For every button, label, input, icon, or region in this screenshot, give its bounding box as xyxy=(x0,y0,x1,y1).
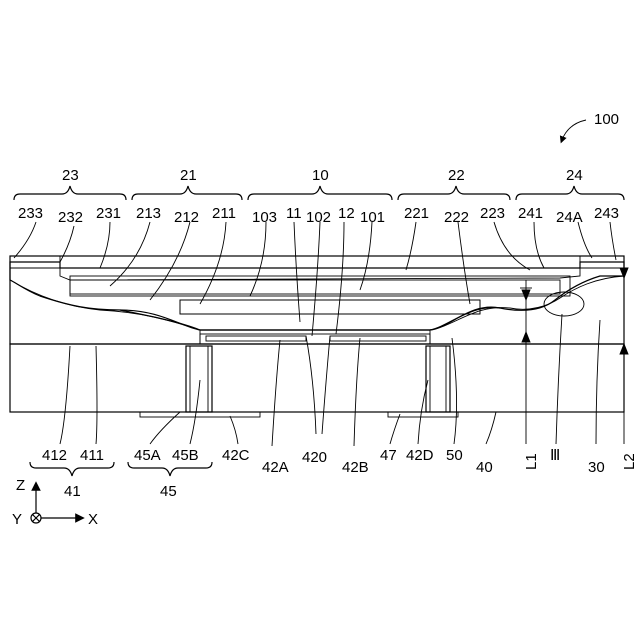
label-45A: 45A xyxy=(134,447,161,464)
bottom-braces xyxy=(30,462,212,476)
label-42B: 42B xyxy=(342,459,369,476)
label-24A: 24A xyxy=(556,209,583,226)
label-232: 232 xyxy=(58,209,83,226)
label-45B: 45B xyxy=(172,447,199,464)
label-group-23: 23 xyxy=(62,167,79,184)
label-241: 241 xyxy=(518,205,543,222)
label-12: 12 xyxy=(338,205,355,222)
label-42A: 42A xyxy=(262,459,289,476)
label-group-21: 21 xyxy=(180,167,197,184)
label-420: 420 xyxy=(302,449,327,466)
label-group-45: 45 xyxy=(160,483,177,500)
label-11: 11 xyxy=(286,205,302,222)
label-231: 231 xyxy=(96,205,121,222)
label-group-10: 10 xyxy=(312,167,329,184)
label-412: 412 xyxy=(42,447,67,464)
label-47: 47 xyxy=(380,447,397,464)
label-group-24: 24 xyxy=(566,167,583,184)
axis-label-z: Z xyxy=(16,477,25,494)
label-221: 221 xyxy=(404,205,429,222)
label-101: 101 xyxy=(360,209,385,226)
label-L2: L2 xyxy=(621,453,638,470)
top-braces xyxy=(14,186,624,200)
label-212: 212 xyxy=(174,209,199,226)
labels: 100 23 21 10 22 24 233 232 231 213 212 2… xyxy=(12,111,638,528)
label-243: 243 xyxy=(594,205,619,222)
label-411: 411 xyxy=(80,447,104,464)
label-103: 103 xyxy=(252,209,277,226)
label-233: 233 xyxy=(18,205,43,222)
label-group-41: 41 xyxy=(64,483,81,500)
label-223: 223 xyxy=(480,205,505,222)
label-ref-100: 100 xyxy=(594,111,619,128)
label-group-22: 22 xyxy=(448,167,465,184)
label-L1: L1 xyxy=(523,453,540,470)
label-50: 50 xyxy=(446,447,463,464)
label-42C: 42C xyxy=(222,447,250,464)
label-III: Ⅲ xyxy=(550,447,560,464)
label-102: 102 xyxy=(306,209,331,226)
label-40: 40 xyxy=(476,459,493,476)
label-213: 213 xyxy=(136,205,161,222)
substrate-40 xyxy=(10,334,624,417)
label-30: 30 xyxy=(588,459,605,476)
axis-label-x: X xyxy=(88,511,98,528)
label-211: 211 xyxy=(212,205,236,222)
axis-label-y: Y xyxy=(12,511,22,528)
label-42D: 42D xyxy=(406,447,434,464)
label-222: 222 xyxy=(444,209,469,226)
